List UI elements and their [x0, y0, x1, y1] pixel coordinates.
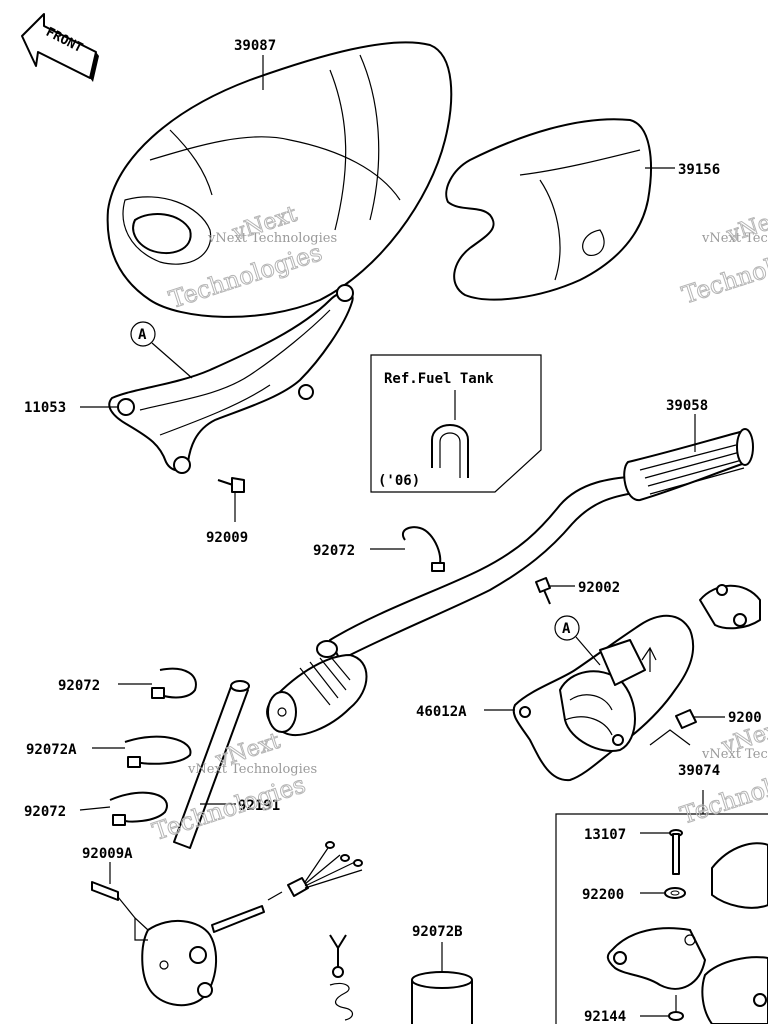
bolt-92009-part — [217, 477, 245, 493]
side-cover-part — [445, 118, 652, 301]
band-clamp-92072-a-part — [151, 667, 197, 699]
lever-block-part — [606, 927, 706, 990]
svg-text:Technologies: Technologies — [149, 770, 309, 846]
band-clamp-92072A-part — [124, 735, 192, 768]
svg-text:vNext Technologies: vNext Technologies — [207, 231, 337, 246]
part-label-92002: 92002 — [578, 580, 620, 596]
part-label-92191: 92191 — [238, 798, 280, 814]
band-clamp-92072-b-part — [109, 791, 168, 826]
pin-13107-part — [669, 829, 683, 875]
part-label-46012A: 46012A — [416, 704, 467, 720]
ref-box-title: Ref.Fuel Tank — [384, 371, 494, 387]
throttle-case-part — [512, 614, 695, 782]
ref-fuel-tank-box: Ref.Fuel Tank ('06) — [370, 354, 542, 493]
svg-text:vNext Technologies: vNext Technologies — [187, 762, 317, 777]
part-label-92009A: 92009A — [82, 846, 133, 862]
part-number-labels: 39087 39156 11053 92009 39058 92072 9200… — [24, 38, 762, 1024]
part-label-92200: 92200 — [582, 887, 624, 903]
svg-text:A: A — [562, 621, 571, 637]
switch-housing-part — [91, 881, 265, 1007]
part-label-92072-mid: 92072 — [313, 543, 355, 559]
detail-box — [555, 790, 768, 1024]
band-clamp-92072B-part — [411, 971, 473, 1024]
ref-marker-a-2: A — [554, 615, 601, 666]
part-label-92072B: 92072B — [412, 924, 463, 940]
bracket-part — [108, 284, 354, 474]
part-label-39058: 39058 — [666, 398, 708, 414]
part-label-11053: 11053 — [24, 400, 66, 416]
part-label-13107: 13107 — [584, 827, 626, 843]
band-clamp-92072-mid-part — [401, 526, 445, 572]
screw-92002-part — [535, 577, 551, 605]
part-label-9200x: 9200 — [728, 710, 762, 726]
ref-box-year: ('06) — [378, 473, 420, 489]
part-label-92144: 92144 — [584, 1009, 626, 1024]
part-label-92072-b: 92072 — [24, 804, 66, 820]
leader-lines — [79, 55, 725, 1017]
part-label-39074: 39074 — [678, 763, 720, 779]
part-label-92072-a: 92072 — [58, 678, 100, 694]
svg-text:vNext Technologies: vNext Technologies — [701, 747, 768, 762]
bolt-9200-part — [675, 709, 697, 729]
svg-text:A: A — [138, 327, 147, 343]
clamp-right-part — [699, 584, 761, 630]
part-label-39156: 39156 — [678, 162, 720, 178]
part-label-39087: 39087 — [234, 38, 276, 54]
ref-marker-a-1: A — [130, 321, 193, 379]
front-arrow-icon: FRONT — [21, 13, 99, 82]
part-label-92072A: 92072A — [26, 742, 77, 758]
wire-harness-part — [267, 841, 363, 901]
clip-spring-part — [329, 934, 354, 1021]
tube-92191-part — [173, 680, 250, 849]
part-label-92009: 92009 — [206, 530, 248, 546]
spring-92144-part — [668, 995, 684, 1021]
handlebar-part — [266, 428, 754, 736]
svg-text:vNext Technologies: vNext Technologies — [701, 231, 768, 246]
seat-cover-part — [106, 41, 453, 318]
washer-92200-part — [664, 887, 686, 899]
